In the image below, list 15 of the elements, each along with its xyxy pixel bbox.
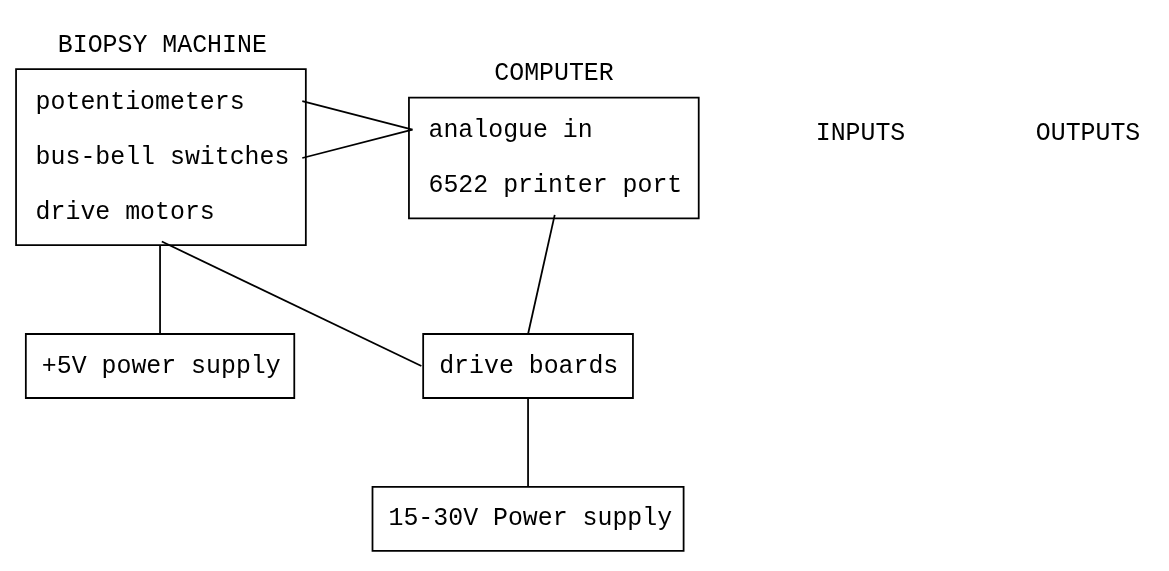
connector [301,99,414,130]
connector [159,243,161,335]
connector [527,396,529,488]
connector [527,213,556,335]
node-box: analogue in 6522 printer port [408,96,700,219]
connector [160,240,423,367]
node-box: drive boards [422,332,634,399]
connector [301,128,414,159]
node-label: BIOPSY MACHINE [57,30,267,59]
label: OUTPUTS [1035,118,1141,147]
node-label: COMPUTER [494,58,614,87]
node-box: potentiometers bus-bell switches drive motors [15,67,307,246]
label: INPUTS [815,118,906,147]
node-box: +5V power supply [24,332,296,399]
node-box: 15-30V Power supply [371,485,685,552]
